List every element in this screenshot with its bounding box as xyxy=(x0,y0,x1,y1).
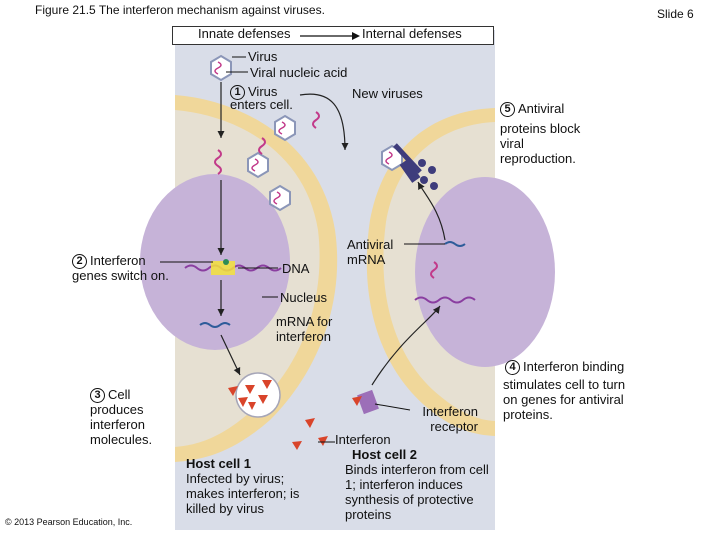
bound-interferon-icon xyxy=(352,396,362,406)
host-cell-2-nucleus xyxy=(415,177,555,367)
antiviral-dna-strand-icon xyxy=(414,296,476,304)
virus-label: Virus xyxy=(248,49,278,64)
slide-number: Slide 6 xyxy=(657,7,694,21)
new-virus-arrow xyxy=(299,93,349,151)
mrna-interferon-icon xyxy=(199,322,231,328)
copyright-text: © 2013 Pearson Education, Inc. xyxy=(5,517,133,527)
viral-rna-squiggle xyxy=(430,261,438,279)
step-2-text-line1: Interferon xyxy=(90,253,146,268)
gene-switch-icon xyxy=(223,259,229,265)
host-cell-1-title: Host cell 1 xyxy=(186,456,252,471)
antiviral-protein-icon xyxy=(393,143,438,190)
interferon-receptor-icon xyxy=(357,389,379,415)
step-number-3: 3 xyxy=(90,388,105,404)
step-1-text-line2: enters cell. xyxy=(230,97,293,112)
step-3-text-line1: Cell xyxy=(108,387,131,402)
interferon-gene-highlight xyxy=(211,261,235,275)
step-number-5: 5 xyxy=(500,102,515,118)
interferon-molecule-icon xyxy=(305,418,315,428)
receptor-signal-arrow xyxy=(371,305,441,386)
new-viruses-label: New viruses xyxy=(352,86,423,101)
virus-icon xyxy=(210,54,232,82)
new-virus-icon xyxy=(274,114,296,142)
viral-rna-squiggle xyxy=(258,137,266,155)
step-1-text-line1: Virus xyxy=(248,84,278,99)
innate-defenses-label: Innate defenses xyxy=(198,26,291,41)
viral-nucleic-acid-label: Viral nucleic acid xyxy=(250,65,348,80)
interferon-vesicle-icon xyxy=(235,372,281,418)
interferon-molecule-icon xyxy=(318,436,328,446)
interferon-molecule-icon xyxy=(292,441,302,450)
dna-label: DNA xyxy=(282,261,310,276)
host-cell-1-description: Infected by virus; makes interferon; is … xyxy=(186,471,300,516)
new-virus-icon xyxy=(247,151,269,179)
step-number-2: 2 xyxy=(72,254,87,270)
host-cell-2-title: Host cell 2 xyxy=(352,447,418,462)
host-cell-2-description: Binds interferon from cell 1; interferon… xyxy=(345,462,489,522)
step-2-text-line2: genes switch on. xyxy=(72,268,169,283)
interferon-label: Interferon xyxy=(335,432,391,447)
antiviral-mrna-icon xyxy=(444,241,466,247)
viral-rna-squiggle xyxy=(312,111,320,129)
step-4-text-line1: Interferon binding xyxy=(523,359,625,374)
step-number-1: 1 xyxy=(230,85,245,101)
interferon-receptor-label: Interferon receptor xyxy=(422,404,478,434)
step-3-text-line2: produces interferon molecules. xyxy=(90,402,153,447)
receptor-leader-line xyxy=(374,403,411,411)
step-4-text-line2: stimulates cell to turn on genes for ant… xyxy=(503,377,626,422)
new-virus-icon xyxy=(269,184,291,212)
innate-to-internal-arrow-icon xyxy=(300,32,360,40)
internal-defenses-label: Internal defenses xyxy=(362,26,462,41)
mrna-interferon-label: mRNA for interferon xyxy=(276,314,333,344)
interferon-molecule-icon xyxy=(228,386,238,396)
step-5-text-line2: proteins block viral reproduction. xyxy=(500,121,581,166)
antiviral-mrna-label: Antiviral mRNA xyxy=(347,237,394,267)
figure-title: Figure 21.5 The interferon mechanism aga… xyxy=(35,3,325,17)
interferon-molecule-icon xyxy=(238,397,248,407)
step-number-4: 4 xyxy=(505,360,520,376)
translation-arrow xyxy=(220,334,241,376)
nucleus-label: Nucleus xyxy=(280,290,327,305)
viral-rna-squiggle xyxy=(214,149,222,175)
antiviral-synthesis-arrow xyxy=(417,181,446,241)
step-5-text-line1: Antiviral xyxy=(518,101,565,116)
